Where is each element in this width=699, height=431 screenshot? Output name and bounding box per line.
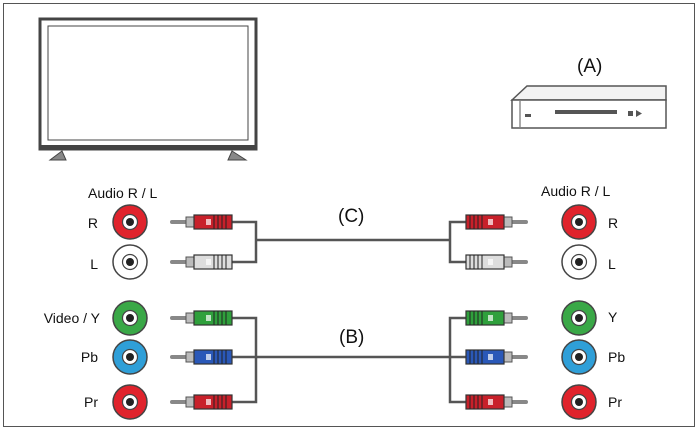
tv-jack-3	[112, 339, 148, 375]
device-jack-0	[561, 204, 597, 240]
device-audio-header: Audio R / L	[541, 183, 611, 199]
tv-plug-3	[170, 349, 233, 365]
tv-plug-4	[170, 394, 233, 410]
device-plug-0	[465, 214, 528, 230]
device-jack-3	[561, 339, 597, 375]
tv-plug-0	[170, 214, 233, 230]
tv-jack-1	[112, 244, 148, 280]
tv-jack-2	[112, 300, 148, 336]
tv-audio-r-label: R	[87, 215, 98, 231]
device-audio-r-label: R	[608, 215, 619, 231]
tv-plug-1	[170, 254, 233, 270]
audio-cable-label: (C)	[338, 206, 365, 227]
tv-icon	[38, 17, 258, 161]
device-pr-label: Pr	[608, 394, 622, 410]
diagram-frame	[3, 3, 695, 427]
tv-jack-4	[112, 384, 148, 420]
device-plug-2	[465, 310, 528, 326]
tv-plug-2	[170, 310, 233, 326]
tv-audio-l-label: L	[90, 256, 98, 272]
device-pb-label: Pb	[608, 349, 626, 365]
component-cable-b	[232, 316, 476, 404]
tv-pr-label: Pr	[84, 394, 98, 410]
device-label: (A)	[577, 56, 603, 77]
device-jack-2	[561, 300, 597, 336]
device-jack-4	[561, 384, 597, 420]
device-plug-4	[465, 394, 528, 410]
tv-audio-header: Audio R / L	[88, 185, 158, 201]
audio-cable-c	[232, 220, 475, 264]
tv-jack-0	[112, 204, 148, 240]
device-plug-3	[465, 349, 528, 365]
device-jack-1	[561, 244, 597, 280]
tv-video-y-label: Video / Y	[43, 310, 100, 326]
media-player-icon	[510, 85, 667, 129]
tv-pb-label: Pb	[80, 349, 98, 365]
device-y-label: Y	[608, 309, 618, 325]
component-cable-label: (B)	[339, 327, 365, 348]
device-audio-l-label: L	[608, 256, 616, 272]
device-plug-1	[465, 254, 528, 270]
